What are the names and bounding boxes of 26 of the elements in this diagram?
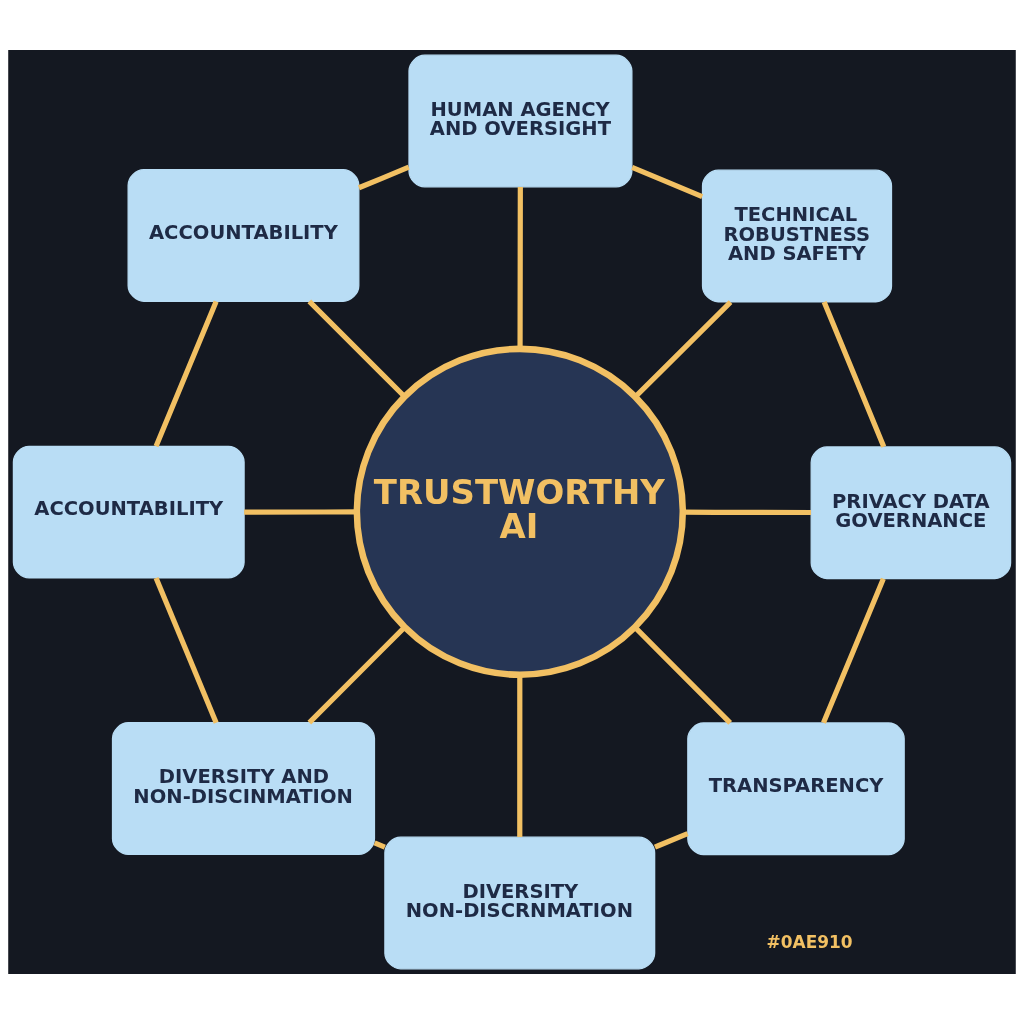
node-box: TECHNICAL ROBUSTNESS AND SAFETY	[701, 169, 893, 303]
connector	[307, 625, 407, 725]
connector	[517, 187, 523, 349]
connector	[307, 299, 407, 399]
connector	[373, 840, 386, 850]
connector	[633, 300, 733, 399]
node-box: HUMAN AGENCY AND OVERSIGHT	[408, 54, 633, 188]
connector	[244, 509, 357, 515]
node-box: ACCOUNTABILITY	[127, 169, 360, 302]
node-box: ACCOUNTABILITY	[12, 445, 245, 579]
connector	[821, 577, 886, 724]
connector	[153, 300, 219, 448]
connector	[631, 165, 704, 199]
connector	[653, 831, 689, 850]
connector	[633, 625, 733, 725]
node-box: DIVERSITY NON-DISCRNMATION	[384, 836, 656, 970]
connector	[821, 300, 887, 448]
connector	[517, 675, 523, 837]
connector	[683, 509, 811, 516]
node-box: DIVERSITY AND NON-DISCINMATION	[111, 722, 376, 855]
connector	[357, 164, 410, 191]
label: #0AE910	[766, 932, 853, 953]
connector	[153, 577, 219, 724]
node-box: PRIVACY DATA GOVERNANCE	[810, 446, 1012, 580]
node-box: TRANSPARENCY	[687, 722, 905, 856]
node-circle: TRUSTWORTHY AI	[353, 345, 687, 679]
